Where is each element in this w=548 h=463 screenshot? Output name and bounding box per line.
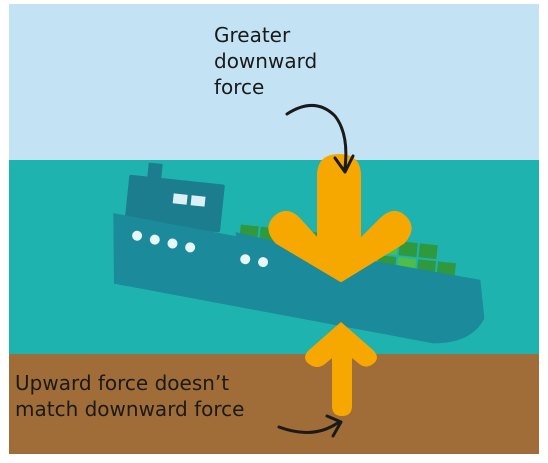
diagram-canvas	[9, 4, 539, 454]
upward-label-line: Upward force doesn’t	[15, 371, 230, 395]
downward-label-line: force	[214, 75, 265, 99]
diagram-frame: Greater downward force Upward force does…	[9, 4, 539, 454]
pointer-arrow-downward	[285, 104, 355, 174]
upward-label-line: match downward force	[15, 397, 245, 421]
porthole	[149, 234, 160, 245]
porthole	[240, 254, 251, 265]
porthole	[132, 230, 143, 241]
downward-label-line: downward	[214, 49, 318, 73]
upward-force-label: Upward force doesn’t match downward forc…	[15, 370, 315, 422]
pointer-arrow-upward	[277, 414, 343, 438]
cabin-window	[172, 193, 188, 205]
porthole	[258, 257, 269, 268]
downward-force-arrow	[268, 154, 412, 282]
upward-force-arrow	[305, 322, 377, 416]
seabed	[9, 354, 539, 454]
cabin-window	[190, 195, 206, 207]
sky	[9, 4, 539, 160]
downward-label-line: Greater	[214, 23, 291, 47]
porthole	[167, 238, 178, 249]
downward-force-label: Greater downward force	[214, 22, 334, 100]
porthole	[185, 242, 196, 253]
ship-hull	[113, 213, 485, 344]
